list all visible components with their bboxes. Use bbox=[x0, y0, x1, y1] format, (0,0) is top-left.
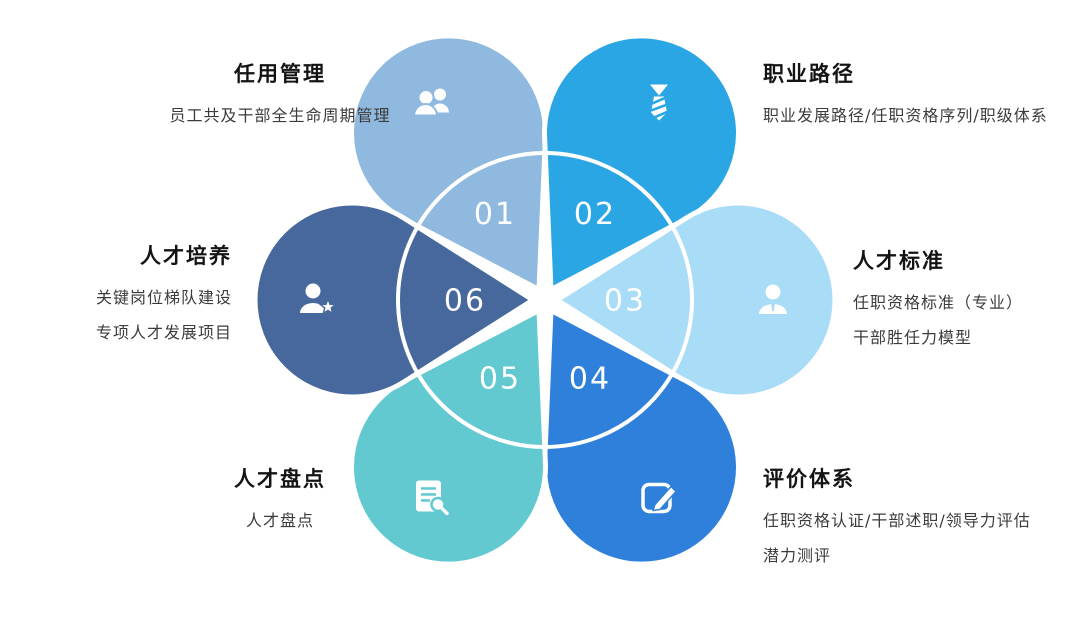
tie-icon bbox=[650, 84, 669, 121]
center-ring bbox=[396, 151, 694, 449]
petal-05 bbox=[348, 307, 548, 567]
label-line: 任职资格标准（专业） bbox=[853, 293, 1024, 312]
petal-01-number: 01 bbox=[474, 197, 516, 232]
petal-02-lines: 职业发展路径/任职资格序列/职级体系 bbox=[763, 98, 1081, 133]
edit-icon bbox=[641, 482, 678, 514]
petal-01-lines: 员工共及干部全生命周期管理 bbox=[150, 98, 410, 133]
petal-04-title: 评价体系 bbox=[763, 467, 855, 491]
petal-01 bbox=[348, 33, 548, 293]
petal-06-number: 06 bbox=[444, 284, 486, 319]
petal-02 bbox=[542, 33, 742, 293]
petal-02-number: 02 bbox=[574, 197, 616, 232]
petal-01-title: 任用管理 bbox=[234, 62, 326, 86]
label-line: 潜力测评 bbox=[763, 546, 832, 565]
label-line: 职业发展路径/任职资格序列/职级体系 bbox=[763, 106, 1048, 125]
petal-05-lines: 人才盘点 bbox=[155, 503, 405, 538]
petal-03 bbox=[554, 200, 838, 400]
petal-06-lines: 关键岗位梯队建设专项人才发展项目 bbox=[18, 280, 232, 350]
label-line: 任职资格认证/干部述职/领导力评估 bbox=[763, 511, 1031, 530]
label-line: 人才盘点 bbox=[245, 511, 314, 530]
petal-04-number: 04 bbox=[569, 361, 611, 396]
label-line: 专项人才发展项目 bbox=[95, 323, 232, 342]
label-block-06: 人才培养 关键岗位梯队建设专项人才发展项目 bbox=[18, 240, 232, 350]
petal-05-title: 人才盘点 bbox=[234, 467, 326, 491]
label-block-01: 任用管理 员工共及干部全生命周期管理 bbox=[150, 58, 410, 133]
petal-06 bbox=[252, 200, 536, 400]
petal-05-number: 05 bbox=[479, 361, 521, 396]
label-line: 员工共及干部全生命周期管理 bbox=[169, 106, 391, 125]
label-block-03: 人才标准 任职资格标准（专业） 干部胜任力模型 bbox=[853, 245, 1081, 355]
user-icon bbox=[759, 284, 787, 314]
label-block-02: 职业路径 职业发展路径/任职资格序列/职级体系 bbox=[763, 58, 1081, 133]
petal-04-lines: 任职资格认证/干部述职/领导力评估潜力测评 bbox=[763, 503, 1081, 573]
petal-03-title: 人才标准 bbox=[853, 249, 945, 273]
label-block-04: 评价体系 任职资格认证/干部述职/领导力评估潜力测评 bbox=[763, 463, 1081, 573]
petal-03-number: 03 bbox=[604, 284, 646, 319]
users-icon bbox=[412, 88, 449, 117]
user-star-icon bbox=[300, 283, 338, 316]
report-search-icon bbox=[416, 480, 449, 516]
label-line: 关键岗位梯队建设 bbox=[95, 288, 232, 307]
label-block-05: 人才盘点 人才盘点 bbox=[155, 463, 405, 538]
petal-02-title: 职业路径 bbox=[763, 62, 855, 86]
petal-03-lines: 任职资格标准（专业） 干部胜任力模型 bbox=[853, 285, 1081, 355]
petal-04 bbox=[542, 307, 742, 567]
petal-06-title: 人才培养 bbox=[140, 244, 232, 268]
label-line: 干部胜任力模型 bbox=[853, 328, 973, 347]
